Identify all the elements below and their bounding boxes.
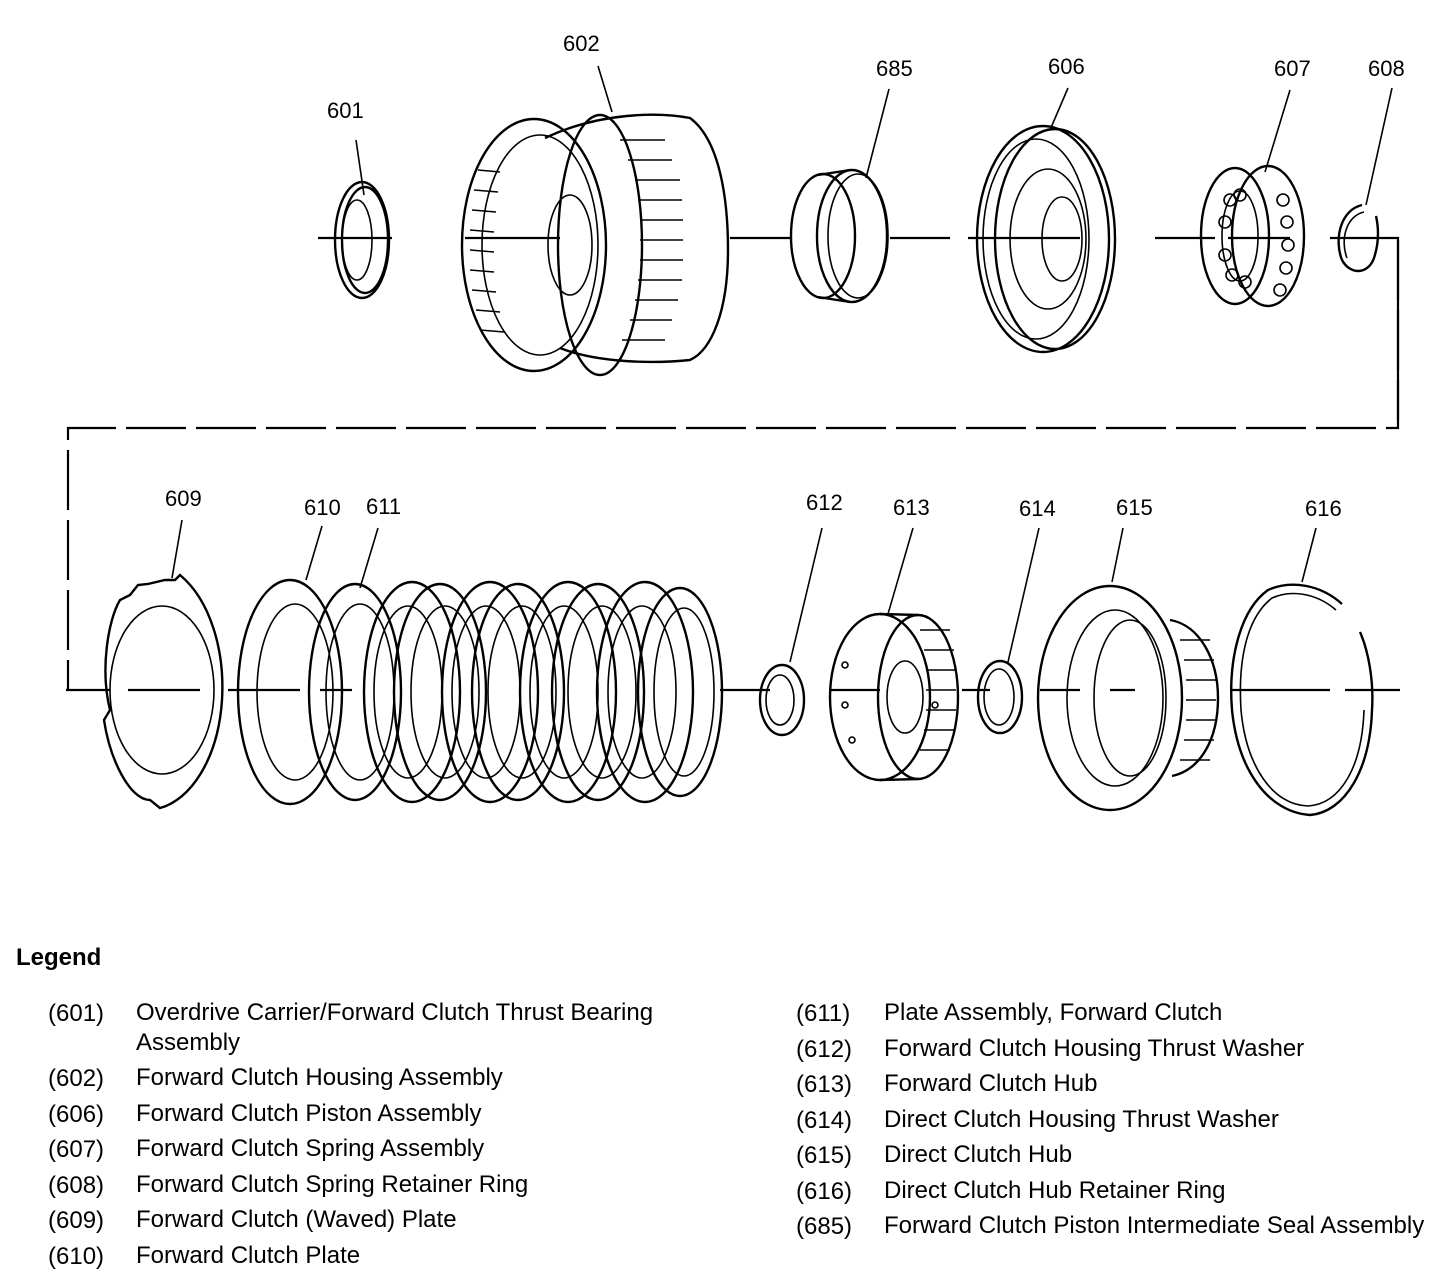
callout-614: 614	[1019, 496, 1056, 521]
legend-item-685: (685) Forward Clutch Piston Intermediate…	[796, 1209, 1436, 1245]
legend-item-description: Forward Clutch Spring Retainer Ring	[136, 1170, 529, 1198]
callout-608: 608	[1368, 56, 1405, 81]
part-609-waved-plate[interactable]	[102, 573, 224, 810]
part-608-spring-retainer-ring[interactable]	[1337, 203, 1380, 273]
legend-item-number: (612)	[796, 1035, 853, 1063]
callout-601: 601	[327, 98, 364, 123]
legend-item-description: Forward Clutch Plate	[136, 1241, 361, 1269]
part-613-forward-clutch-hub[interactable]	[828, 612, 960, 782]
legend-item-608: (608) Forward Clutch Spring Retainer Rin…	[48, 1168, 708, 1204]
legend-column-left: (601) Overdrive Carrier/Forward Clutch T…	[48, 996, 708, 1274]
legend-column-right: (611) Plate Assembly, Forward Clutch (61…	[796, 996, 1436, 1245]
legend-item-number: (615)	[796, 1142, 853, 1169]
callout-685: 685	[876, 56, 913, 81]
legend-item-description: Forward Clutch (Waved) Plate	[136, 1206, 457, 1233]
legend-item-description: Forward Clutch Housing Assembly	[136, 1064, 503, 1091]
legend-item-614: (614) Direct Clutch Housing Thrust Washe…	[796, 1103, 1436, 1139]
legend-item-610: (610) Forward Clutch Plate	[48, 1239, 708, 1275]
callout-610: 610	[304, 495, 341, 520]
legend-item-number: (607)	[48, 1136, 105, 1163]
legend-item-description: Forward Clutch Hub	[884, 1070, 1098, 1097]
legend-item-description: Forward Clutch Spring Assembly	[136, 1135, 485, 1162]
legend-item-number: (614)	[796, 1106, 853, 1134]
callout-616: 616	[1305, 496, 1342, 521]
legend-item-number: (606)	[48, 1100, 105, 1128]
legend-item-description: Plate Assembly, Forward Clutch	[884, 999, 1223, 1026]
callout-611: 611	[366, 494, 401, 519]
legend-item-number: (611)	[796, 1000, 851, 1027]
part-612-housing-thrust-washer[interactable]	[758, 663, 806, 737]
legend-item-number: (610)	[48, 1242, 105, 1270]
clutch-plate-pack[interactable]	[236, 578, 724, 806]
legend-item-description: Direct Clutch Hub	[884, 1141, 1073, 1168]
part-607-spring-assembly[interactable]	[1199, 164, 1306, 308]
part-685-piston-seal[interactable]	[789, 168, 889, 304]
housing-splines	[620, 139, 683, 341]
legend-item-description: Direct Clutch Housing Thrust Washer	[884, 1105, 1279, 1133]
callout-602: 602	[563, 31, 600, 56]
legend-item-description: Forward Clutch Piston Assembly	[136, 1099, 482, 1127]
callout-612: 612	[806, 490, 843, 515]
assembly-axis-line	[66, 236, 1400, 692]
callout-labels: 601 602 685 606 607 608 609 610 611 612 …	[165, 31, 1405, 521]
legend-item-number: (608)	[48, 1171, 105, 1199]
legend-item-611: (611) Plate Assembly, Forward Clutch	[796, 996, 1436, 1032]
spring-coils	[1218, 188, 1295, 297]
legend-item-609: (609) Forward Clutch (Waved) Plate	[48, 1203, 708, 1239]
legend-item-607: (607) Forward Clutch Spring Assembly	[48, 1132, 708, 1168]
internal-teeth	[469, 169, 505, 333]
part-610-forward-clutch-plate	[236, 578, 344, 806]
legend-item-number: (685)	[796, 1213, 853, 1240]
callout-609: 609	[165, 486, 202, 511]
legend-item-number: (601)	[48, 1000, 105, 1027]
legend-item-description: Overdrive Carrier/Forward Clutch Thrust …	[136, 999, 654, 1056]
part-614-direct-clutch-thrust-washer[interactable]	[976, 659, 1024, 735]
legend-item-description: Forward Clutch Piston Intermediate Seal …	[884, 1212, 1425, 1239]
legend-item-description: Forward Clutch Housing Thrust Washer	[884, 1034, 1305, 1062]
legend-item-602: (602) Forward Clutch Housing Assembly	[48, 1061, 708, 1097]
legend-item-613: (613) Forward Clutch Hub	[796, 1067, 1436, 1103]
legend-item-number: (609)	[48, 1207, 105, 1234]
legend-item-number: (613)	[796, 1071, 853, 1098]
legend-item-615: (615) Direct Clutch Hub	[796, 1138, 1436, 1174]
callout-615: 615	[1116, 495, 1153, 520]
callout-613: 613	[893, 495, 930, 520]
legend-item-601: (601) Overdrive Carrier/Forward Clutch T…	[48, 996, 708, 1061]
legend-item-number: (602)	[48, 1065, 105, 1092]
legend-item-number: (616)	[796, 1177, 853, 1205]
part-616-hub-retainer-ring[interactable]	[1230, 583, 1374, 817]
part-606-forward-clutch-piston[interactable]	[975, 124, 1117, 354]
part-601-thrust-bearing[interactable]	[333, 180, 391, 300]
leader-lines	[171, 65, 1393, 663]
callout-606: 606	[1048, 54, 1085, 79]
legend-item-606: (606) Forward Clutch Piston Assembly	[48, 1097, 708, 1133]
legend-item-612: (612) Forward Clutch Housing Thrust Wash…	[796, 1032, 1436, 1068]
exploded-view-diagram: 601 602 685 606 607 608 609 610 611 612 …	[66, 31, 1405, 817]
legend-title: Legend	[16, 944, 102, 971]
legend-item-616: (616) Direct Clutch Hub Retainer Ring	[796, 1174, 1436, 1210]
part-611-plate-assembly	[307, 580, 724, 804]
part-602-forward-clutch-housing[interactable]	[460, 113, 730, 377]
legend-item-description: Direct Clutch Hub Retainer Ring	[884, 1176, 1226, 1204]
callout-607: 607	[1274, 56, 1311, 81]
part-615-direct-clutch-hub[interactable]	[1036, 584, 1220, 812]
